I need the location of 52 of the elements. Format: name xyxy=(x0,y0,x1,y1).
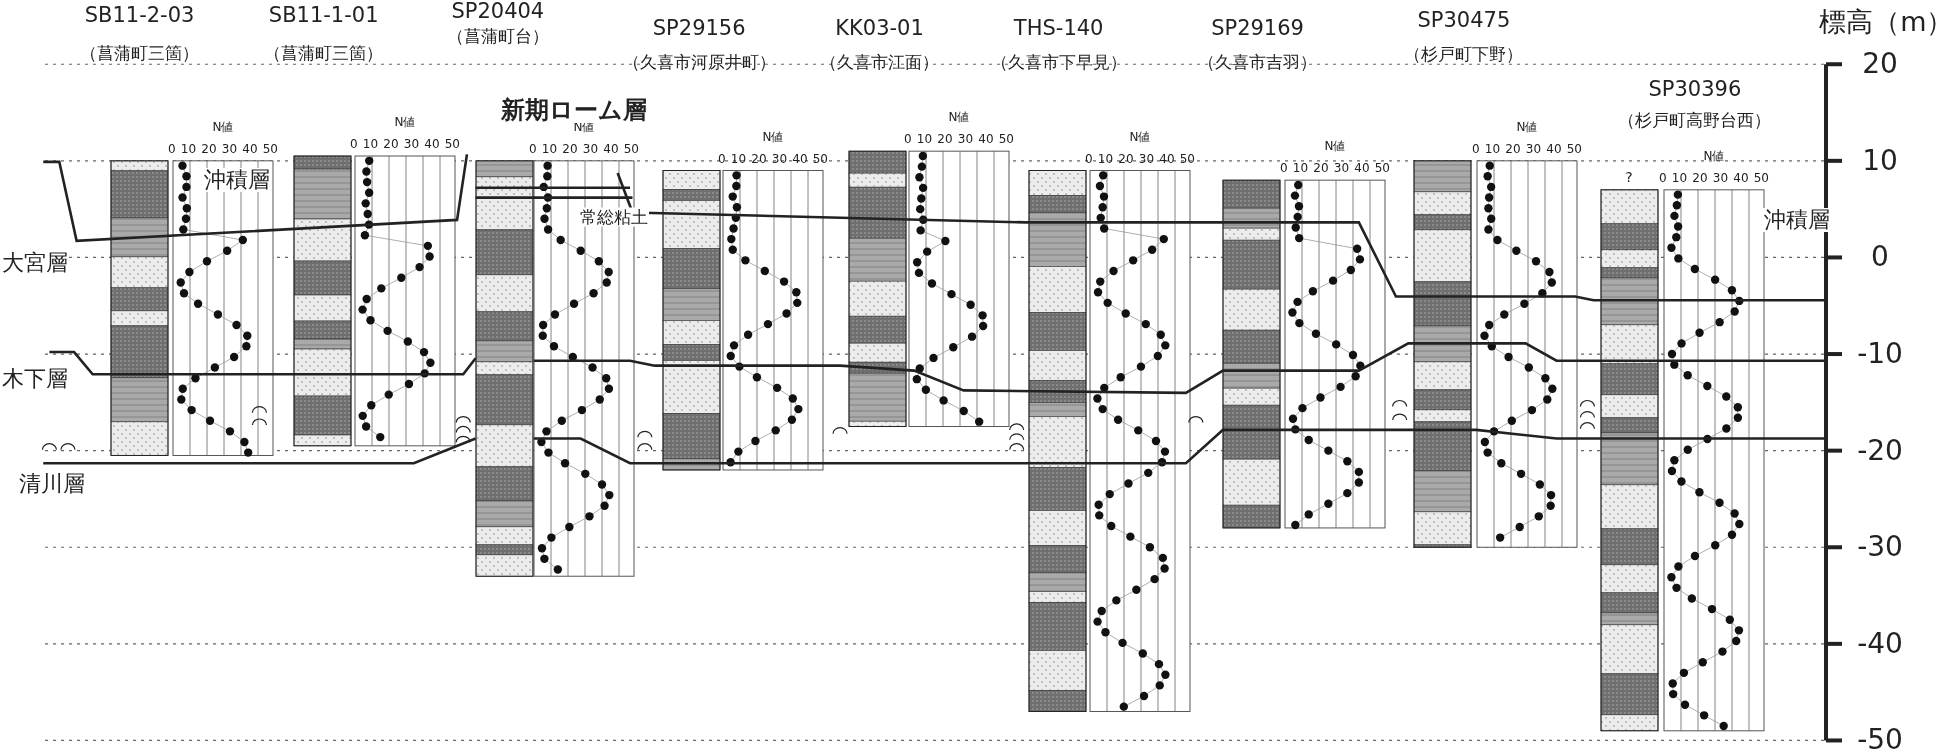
axis-tick-label: -40 xyxy=(1857,629,1903,658)
location-label: （菖蒲町三箇） xyxy=(80,44,200,62)
location-label: （久喜市河原井町） xyxy=(622,53,776,71)
n-value-label: N値 xyxy=(762,130,784,143)
axis-tick-label: -10 xyxy=(1857,340,1903,369)
uncertainty-mark: ? xyxy=(1625,169,1633,184)
stratum-label: 新期ローム層 xyxy=(500,96,649,123)
borehole-id: SB11-1-01 xyxy=(268,4,379,26)
n-value-label: N値 xyxy=(1703,149,1725,162)
n-value-label: N値 xyxy=(948,111,970,124)
borehole-id: SP20404 xyxy=(451,0,545,22)
n-value-scale: 0 10 20 30 40 50 xyxy=(904,133,1014,146)
location-label: （久喜市江面） xyxy=(820,53,940,71)
n-value-scale: 0 10 20 30 40 50 xyxy=(1472,142,1582,155)
stratum-label: 清川層 xyxy=(17,472,86,497)
axis-tick-label: -20 xyxy=(1857,436,1903,465)
n-value-scale: 0 10 20 30 40 50 xyxy=(350,138,460,150)
location-label: （杉戸町高野台西） xyxy=(1618,111,1772,129)
axis-title: 標高（m） xyxy=(1819,7,1937,35)
stratum-label: 沖積層 xyxy=(1763,207,1832,232)
borehole-id: KK03-01 xyxy=(835,17,924,39)
stratum-label: 常総粘土 xyxy=(578,207,649,227)
axis-tick-label: 10 xyxy=(1862,146,1898,175)
location-label: （杉戸町下野） xyxy=(1404,45,1524,63)
borehole-id: SP29156 xyxy=(652,17,746,39)
location-label: （久喜市下早見） xyxy=(990,53,1127,71)
axis-tick-label: 0 xyxy=(1871,243,1889,272)
n-value-scale: 0 10 20 30 40 50 xyxy=(1085,152,1195,165)
n-value-scale: 0 10 20 30 40 50 xyxy=(168,142,278,155)
axis-tick-label: -50 xyxy=(1857,726,1903,755)
location-label: （久喜市吉羽） xyxy=(1198,53,1318,71)
borehole-id: SP30475 xyxy=(1417,9,1511,31)
borehole-id: SP30396 xyxy=(1648,78,1742,100)
stratum-label: 沖積層 xyxy=(203,168,272,193)
n-value-label: N値 xyxy=(212,120,234,133)
n-value-scale: 0 10 20 30 40 50 xyxy=(1659,171,1769,184)
stratum-label: 大宮層 xyxy=(0,251,69,276)
axis-tick-label: 20 xyxy=(1862,50,1898,79)
n-value-label: N値 xyxy=(394,116,416,128)
borehole-id: SP29169 xyxy=(1211,17,1304,39)
borehole-id: SB11-2-03 xyxy=(84,4,195,26)
n-value-scale: 0 10 20 30 40 50 xyxy=(529,142,639,155)
location-label: （菖蒲町台） xyxy=(446,27,549,45)
n-value-label: N値 xyxy=(1516,120,1538,133)
n-value-scale: 0 10 20 30 40 50 xyxy=(1280,162,1390,175)
n-value-scale: 0 10 20 30 40 50 xyxy=(718,152,828,165)
location-label: （菖蒲町三箇） xyxy=(264,44,384,62)
borehole-id: THS-140 xyxy=(1013,17,1104,39)
stratum-label: 木下層 xyxy=(0,367,69,392)
n-value-label: N値 xyxy=(1324,140,1346,153)
axis-tick-label: -30 xyxy=(1857,533,1903,562)
n-value-label: N値 xyxy=(1129,130,1151,143)
